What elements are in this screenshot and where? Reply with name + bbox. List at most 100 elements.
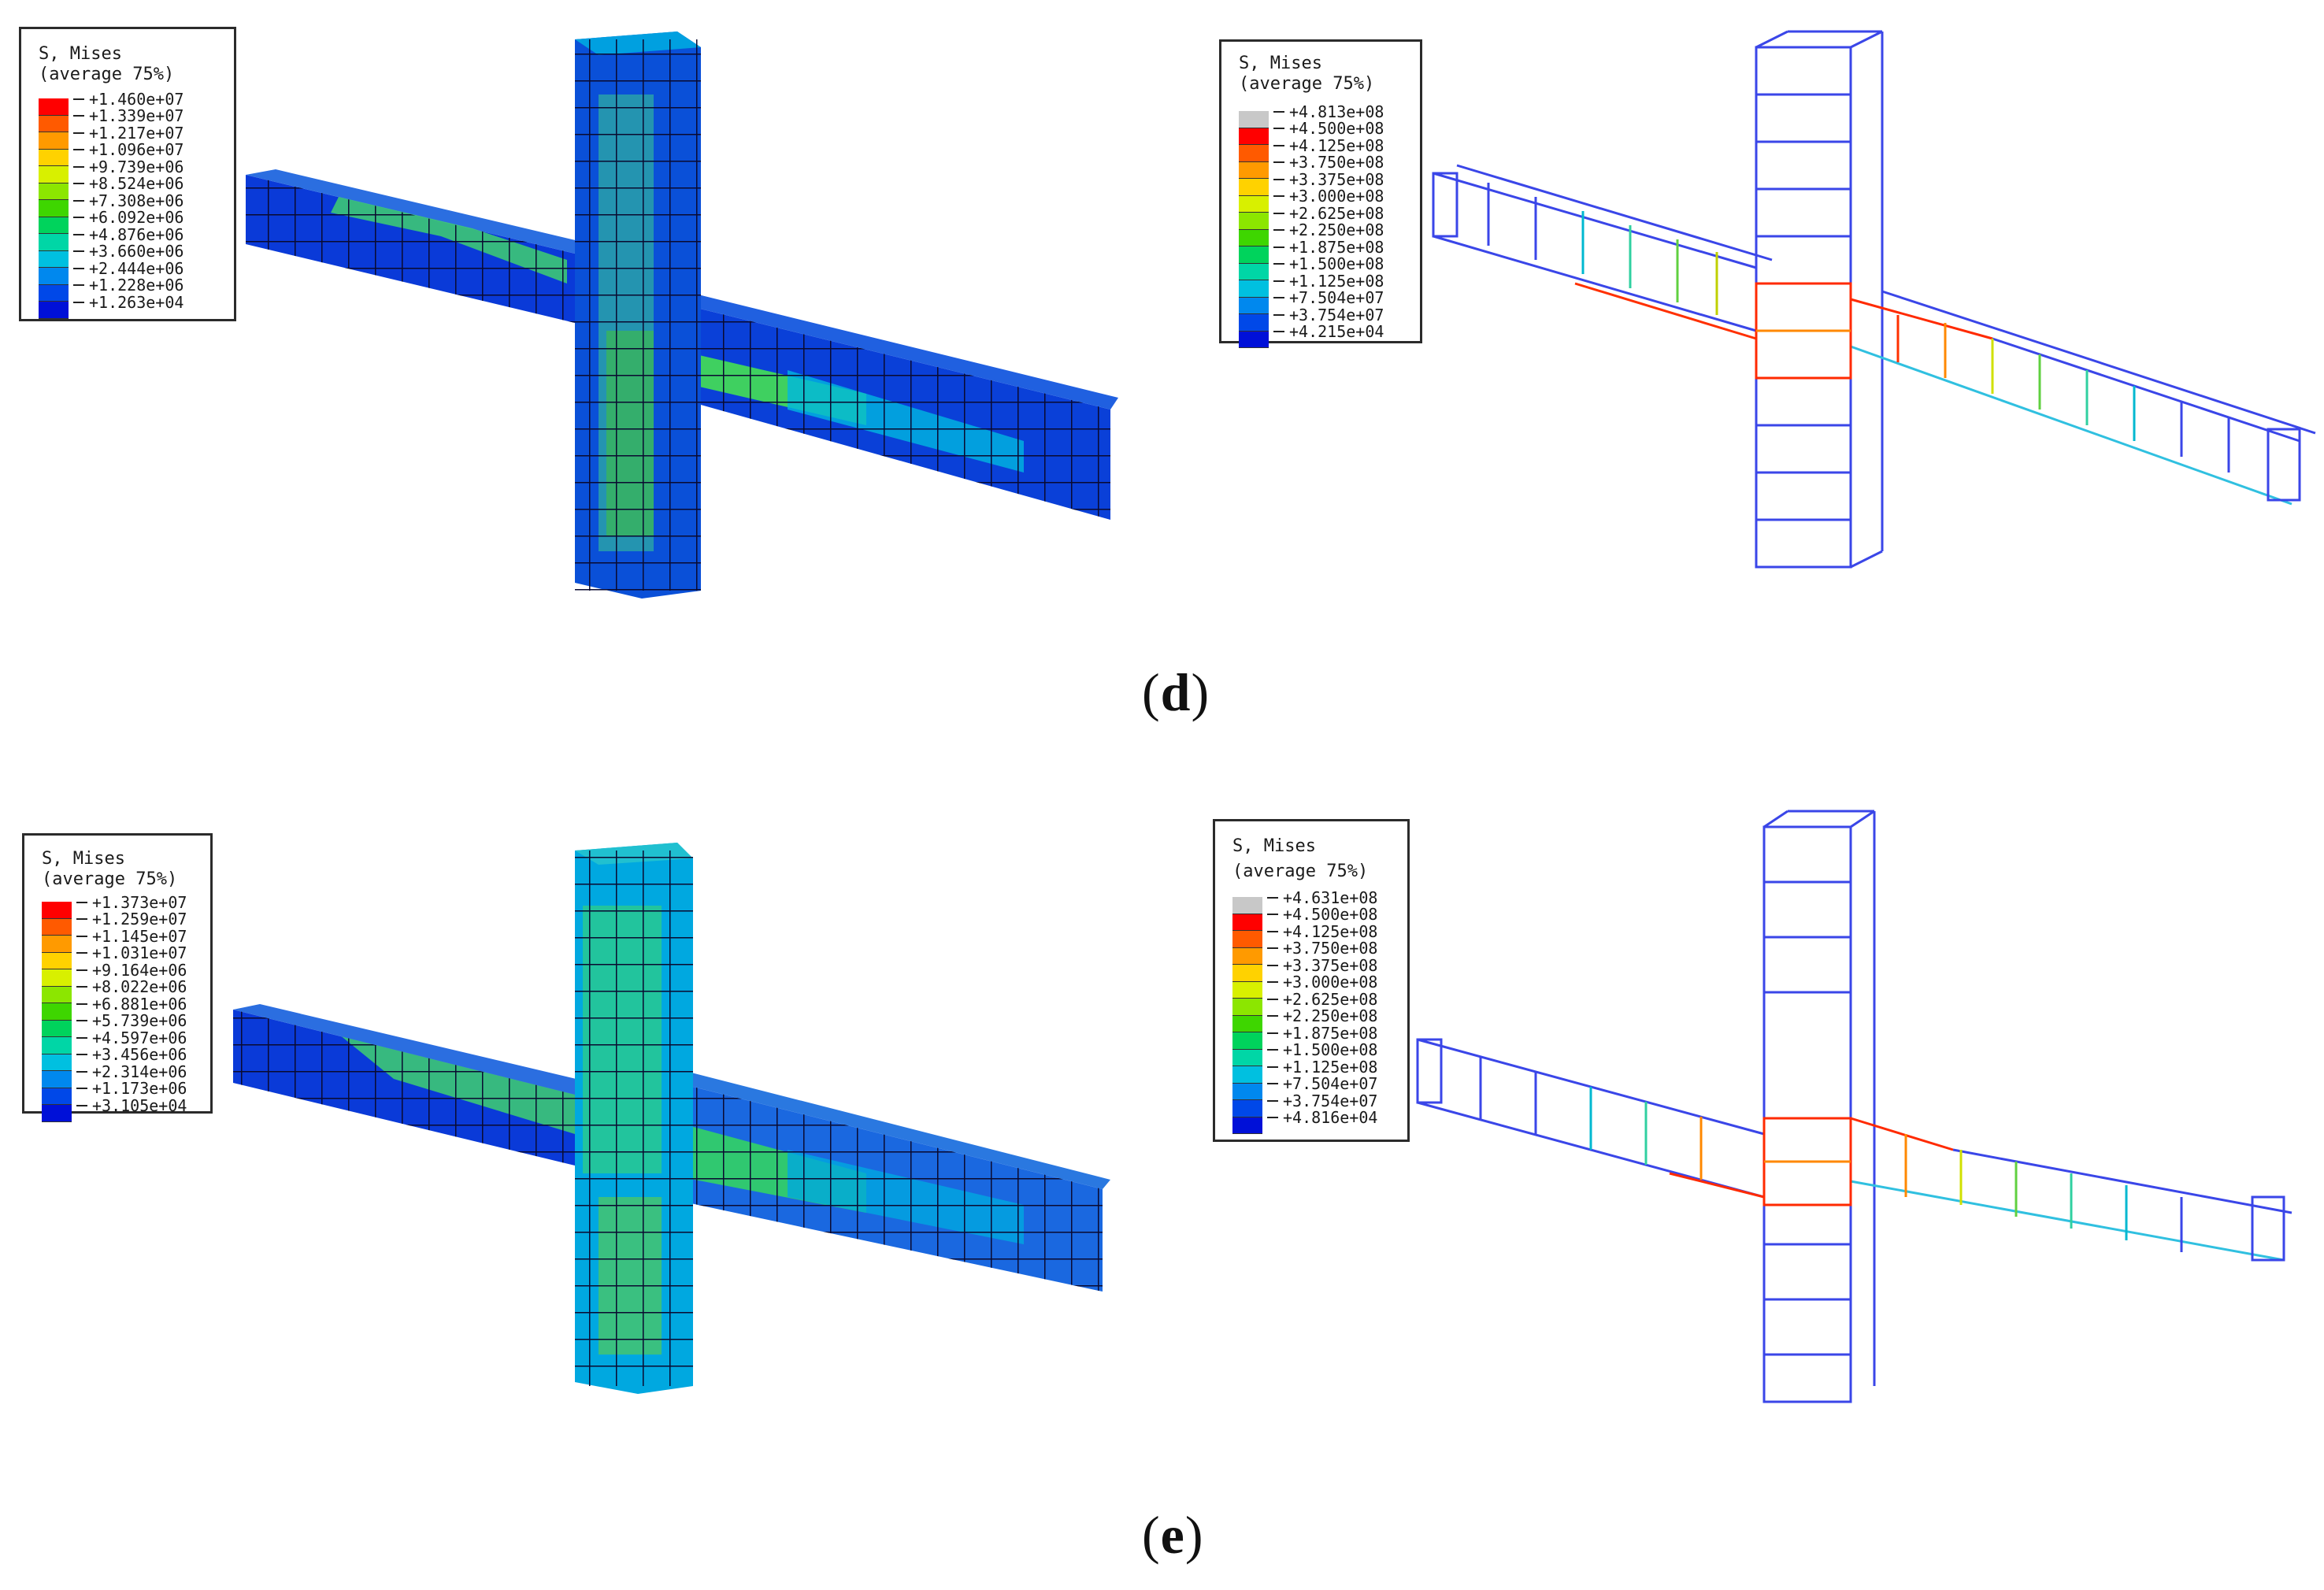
- legend-tick: [1273, 161, 1284, 164]
- concrete-model-d: [246, 32, 1118, 599]
- legend-tick: [73, 267, 84, 269]
- legend-value: +1.460e+07: [73, 90, 183, 109]
- legend-values: +1.460e+07+1.339e+07+1.217e+07+1.096e+07…: [73, 90, 184, 312]
- legend-tick: [76, 1003, 87, 1005]
- legend-swatch: [1239, 145, 1269, 162]
- legend-swatch: [1232, 965, 1262, 982]
- beam-cage-right-e: [1850, 1117, 2292, 1262]
- legend-tick: [1273, 195, 1284, 198]
- legend-tick: [1267, 1015, 1278, 1017]
- legend-value: +3.375e+08: [1273, 170, 1384, 189]
- legend-swatch: [1232, 999, 1262, 1016]
- beam-cage-left-e: [1416, 1038, 1765, 1199]
- legend-value: +5.739e+06: [76, 1011, 187, 1030]
- legend-value-text: +3.375e+08: [1283, 955, 1378, 975]
- beam-cage-left-d: [1432, 164, 1773, 340]
- legend-value: +3.754e+07: [1273, 306, 1384, 324]
- legend-title: S, Mises: [39, 44, 122, 64]
- legend-colorbar: [1232, 897, 1262, 1134]
- legend-value: +3.660e+06: [73, 242, 184, 261]
- legend-value-text: +1.500e+08: [1289, 254, 1384, 274]
- legend-swatch: [1239, 297, 1269, 314]
- legend-value-text: +4.597e+06: [92, 1028, 187, 1047]
- legend-swatch: [1239, 263, 1269, 280]
- legend-tick: [1273, 110, 1284, 113]
- legend-value-text: +8.022e+06: [92, 977, 187, 997]
- legend-value-text: +3.660e+06: [89, 242, 184, 261]
- legend-value-text: +1.145e+07: [92, 926, 187, 946]
- legend-swatch: [39, 166, 69, 183]
- legend-swatch: [1232, 897, 1262, 914]
- legend-swatch: [42, 1003, 72, 1021]
- legend-value: +4.125e+08: [1267, 922, 1377, 941]
- legend-value-text: +1.259e+07: [92, 910, 187, 929]
- legend-swatch: [39, 217, 69, 234]
- legend-value-text: +9.164e+06: [92, 960, 187, 980]
- legend-tick: [1267, 964, 1278, 966]
- legend-value: +1.096e+07: [73, 140, 183, 159]
- legend-value-text: +1.031e+07: [92, 943, 187, 963]
- legend-swatch: [1232, 1015, 1262, 1032]
- legend-value-text: +2.314e+06: [92, 1062, 187, 1081]
- legend-value: +6.092e+06: [73, 208, 183, 227]
- legend-e-rebar: S, Mises (average 75%) +4.631e+08+4.500e…: [1213, 819, 1410, 1142]
- legend-swatch: [42, 986, 72, 1003]
- legend-tick: [73, 301, 84, 303]
- legend-value: +1.263e+04: [73, 292, 184, 312]
- legend-swatch: [42, 1088, 72, 1105]
- legend-tick: [73, 132, 84, 134]
- legend-value-text: +4.125e+08: [1289, 135, 1384, 155]
- legend-value: +1.500e+08: [1273, 254, 1384, 274]
- legend-swatch: [1239, 229, 1269, 246]
- legend-value-text: +4.500e+08: [1289, 119, 1384, 139]
- legend-swatch: [39, 268, 69, 285]
- legend-swatch: [1239, 128, 1269, 145]
- legend-value-text: +1.373e+07: [92, 892, 187, 912]
- legend-swatch: [42, 1105, 72, 1122]
- column-cage-d: [1755, 30, 1884, 569]
- legend-value-text: +3.456e+06: [92, 1045, 187, 1065]
- legend-value-text: +1.228e+06: [89, 276, 184, 295]
- legend-value: +4.876e+06: [73, 224, 184, 244]
- legend-value-text: +1.125e+08: [1283, 1057, 1378, 1077]
- legend-value: +9.164e+06: [76, 960, 187, 980]
- panel-d-rebar: S, Mises (average 75%) +4.813e+08+4.500e…: [1205, 0, 2324, 614]
- legend-value-text: +7.504e+07: [1289, 288, 1384, 308]
- legend-value: +1.228e+06: [73, 276, 184, 295]
- right-beam-e: [662, 1071, 1110, 1292]
- legend-swatch: [1232, 1032, 1262, 1050]
- legend-tick: [1267, 1066, 1278, 1068]
- legend-swatch: [1239, 331, 1269, 348]
- legend-value-text: +3.750e+08: [1289, 153, 1384, 172]
- legend-colorbar: [39, 98, 69, 319]
- column-e: [575, 843, 693, 1394]
- legend-tick: [76, 952, 87, 954]
- legend-subtitle: (average 75%): [42, 869, 178, 889]
- rebar-cage-d: [1432, 30, 2316, 569]
- legend-tick: [76, 901, 87, 903]
- legend-swatch: [39, 183, 69, 200]
- legend-value-text: +1.263e+04: [89, 292, 184, 312]
- legend-value: +2.625e+08: [1267, 990, 1377, 1009]
- legend-value: +1.173e+06: [76, 1079, 187, 1099]
- legend-swatch: [1232, 947, 1262, 965]
- legend-value: +4.125e+08: [1273, 135, 1384, 155]
- legend-swatch: [42, 952, 72, 969]
- legend-swatch: [1232, 1100, 1262, 1117]
- legend-value: +4.816e+04: [1267, 1108, 1377, 1127]
- legend-tick: [1267, 896, 1278, 899]
- legend-tick: [1267, 1049, 1278, 1051]
- legend-value: +7.504e+07: [1273, 288, 1384, 308]
- legend-swatch: [39, 284, 69, 302]
- legend-value-text: +4.876e+06: [89, 224, 184, 244]
- legend-value: +3.000e+08: [1267, 973, 1377, 991]
- legend-subtitle: (average 75%): [1239, 74, 1375, 94]
- legend-swatch: [39, 98, 69, 116]
- legend-value: +2.444e+06: [73, 259, 183, 278]
- legend-value: +1.259e+07: [76, 910, 187, 929]
- legend-value-text: +1.173e+06: [92, 1079, 187, 1099]
- legend-value-text: +7.308e+06: [89, 191, 184, 210]
- legend-tick: [1267, 930, 1278, 932]
- caption-d: (d): [1142, 662, 1210, 722]
- legend-swatch: [42, 1071, 72, 1088]
